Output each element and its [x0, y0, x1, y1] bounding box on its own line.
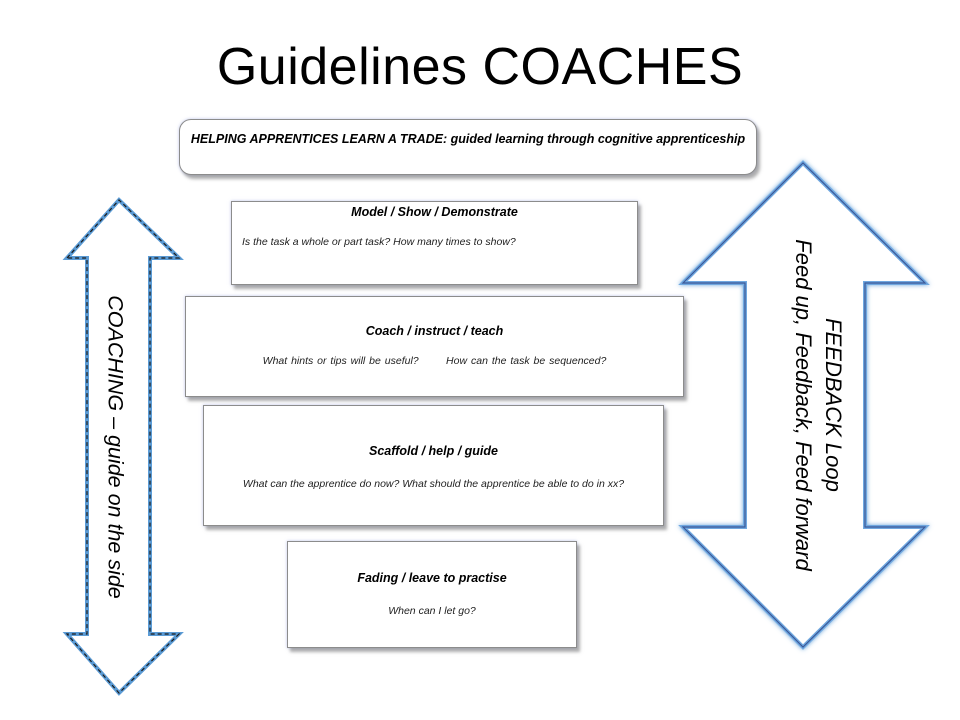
step-question: When can I let go?: [388, 605, 476, 617]
step-model-box: Model / Show / Demonstrate Is the task a…: [231, 201, 638, 285]
step-heading: Scaffold / help / guide: [369, 444, 498, 458]
step-heading: Model / Show / Demonstrate: [351, 205, 518, 219]
step-heading: Fading / leave to practise: [357, 571, 507, 585]
step-scaffold-box: Scaffold / help / guide What can the app…: [203, 405, 664, 526]
step-coach-box: Coach / instruct / teach What hints or t…: [185, 296, 684, 397]
step-fading-box: Fading / leave to practise When can I le…: [287, 541, 577, 648]
step-question: What hints or tips will be useful? How c…: [262, 355, 607, 367]
step-heading: Coach / instruct / teach: [365, 324, 504, 338]
feedback-line2: Feed up, Feedback, Feed forward: [791, 239, 816, 571]
feedback-line1: FEEDBACK Loop: [821, 318, 846, 492]
coaching-label: COACHING – guide on the side: [103, 295, 128, 599]
header-box: HELPING APPRENTICES LEARN A TRADE: guide…: [179, 119, 757, 175]
step-question: What can the apprentice do now? What sho…: [242, 478, 625, 490]
step-question: Is the task a whole or part task? How ma…: [242, 236, 516, 248]
feedback-label: FEEDBACK Loop Feed up, Feedback, Feed fo…: [788, 239, 848, 570]
page-title: Guidelines COACHES: [216, 38, 744, 96]
